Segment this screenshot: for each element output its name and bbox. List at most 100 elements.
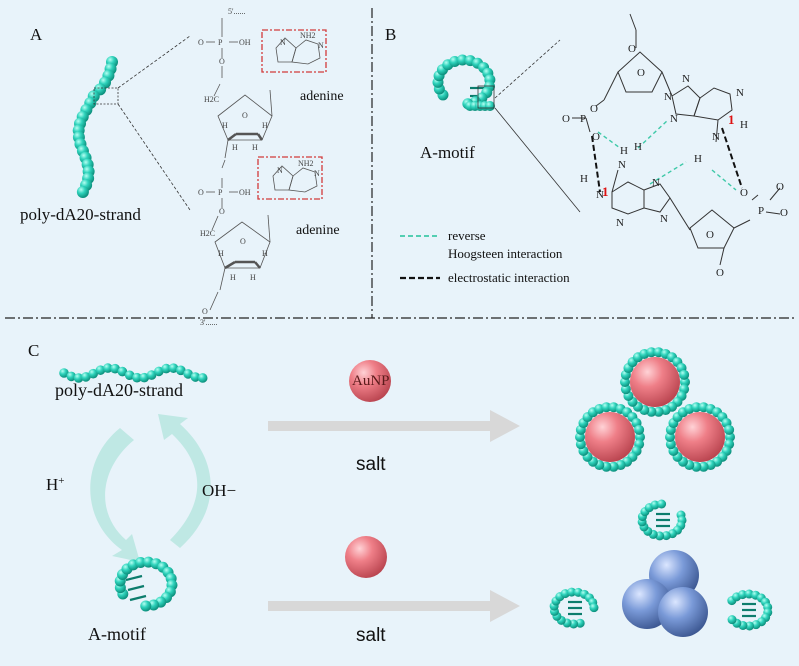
zoom-line-b-top	[494, 39, 561, 99]
bead	[567, 587, 577, 597]
bead	[146, 370, 157, 380]
bead	[103, 363, 113, 373]
svg-text:H2C: H2C	[204, 95, 219, 104]
svg-text:O: O	[780, 207, 788, 219]
bead	[724, 424, 735, 435]
bead	[135, 556, 147, 568]
svg-text:O: O	[198, 38, 204, 47]
coated-aunp-core	[675, 412, 725, 462]
svg-text:N: N	[314, 169, 320, 178]
hoogsteen-bond-2	[637, 119, 669, 149]
bead	[76, 186, 89, 198]
electrostatic-bond-1	[591, 135, 601, 193]
svg-text:O: O	[219, 57, 225, 66]
svg-text:H: H	[262, 249, 268, 258]
svg-text:H: H	[218, 249, 224, 258]
bead	[73, 373, 84, 383]
zoom-box	[93, 87, 119, 105]
panel-b-letter: B	[385, 25, 396, 44]
svg-text:H: H	[230, 273, 236, 282]
legend: reverse Hoogsteen interaction electrosta…	[400, 228, 570, 285]
svg-text:O: O	[198, 188, 204, 197]
svg-text:O: O	[706, 229, 714, 241]
bead	[168, 363, 179, 373]
svg-text:H: H	[694, 153, 702, 165]
svg-text:OH: OH	[239, 38, 251, 47]
strand-a-beads	[72, 56, 118, 198]
base-pair-labels: O O O P O O N N N N N H H H H N H N N N …	[562, 43, 788, 279]
bead	[745, 621, 755, 631]
pair-bond	[127, 584, 145, 592]
bead	[110, 363, 120, 374]
bead	[653, 406, 664, 417]
bead	[176, 365, 186, 376]
svg-text:N: N	[664, 91, 672, 103]
svg-text:O: O	[776, 181, 784, 193]
adenine-label-top: adenine	[300, 89, 344, 104]
svg-text:N: N	[280, 38, 286, 47]
atom-marker-bottom: 1	[602, 184, 609, 199]
panel-a-strand-label: poly-dA20-strand	[20, 205, 141, 224]
bead	[161, 363, 171, 374]
atom-marker-top: 1	[728, 112, 735, 127]
zoom-line-b-bottom	[494, 107, 581, 213]
bead	[190, 372, 201, 382]
svg-text:P: P	[218, 38, 223, 47]
bead	[456, 54, 468, 66]
panel-c-motif-label: A-motif	[88, 624, 146, 644]
panel-c-strand-label: poly-dA20-strand	[55, 380, 183, 400]
salt-label-top: salt	[356, 454, 386, 475]
svg-text:H: H	[620, 145, 628, 157]
bead	[139, 372, 150, 383]
svg-text:N: N	[318, 41, 324, 50]
svg-text:H: H	[222, 121, 228, 130]
aggregated-aunps	[622, 550, 708, 637]
acid-cycle-arrow	[90, 428, 140, 562]
bead	[88, 368, 98, 379]
svg-text:O: O	[637, 67, 645, 79]
svg-text:O: O	[590, 103, 598, 115]
svg-text:H: H	[262, 121, 268, 130]
bead	[589, 603, 599, 613]
svg-text:N: N	[736, 87, 744, 99]
svg-text:O: O	[242, 111, 248, 120]
salt-arrow-bottom	[268, 590, 520, 622]
adenine-box-bottom	[257, 156, 323, 200]
svg-text:O: O	[740, 187, 748, 199]
aunp-label: AuNP	[352, 373, 390, 389]
bead	[124, 370, 135, 381]
svg-text:H2C: H2C	[200, 229, 215, 238]
svg-text:P: P	[580, 113, 586, 125]
legend-hoogsteen-label: Hoogsteen interaction	[448, 246, 563, 261]
svg-text:O: O	[562, 113, 570, 125]
strand-c-beads	[59, 363, 208, 383]
bead	[132, 372, 142, 383]
adenine-label-bottom: adenine	[296, 223, 340, 238]
svg-text:H: H	[232, 143, 238, 152]
svg-text:O: O	[240, 237, 246, 246]
bead	[81, 372, 91, 382]
bead	[661, 531, 671, 541]
svg-text:N: N	[596, 189, 604, 201]
nucleotide-labels: 5'...... O P OH O H2C O H H H H O P OH O…	[198, 7, 324, 327]
svg-text:O: O	[716, 267, 724, 279]
panel-c-letter: C	[28, 341, 39, 360]
aunp-particle-top	[349, 360, 391, 402]
base-cycle-arrow	[158, 414, 211, 548]
hoogsteen-bond-4	[711, 169, 737, 191]
electrostatic-bond-2	[721, 127, 743, 189]
bead	[646, 347, 657, 358]
interactions	[591, 119, 743, 193]
free-a-motifs	[549, 499, 773, 631]
bead	[66, 371, 77, 382]
panel-a-letter: A	[30, 25, 43, 44]
coated-aunp-core	[630, 357, 680, 407]
salt-label-bottom: salt	[356, 625, 386, 646]
svg-text:H: H	[580, 173, 588, 185]
bead	[727, 615, 737, 625]
bead	[738, 590, 748, 600]
svg-text:N: N	[652, 177, 660, 189]
bead	[197, 373, 208, 383]
svg-text:N: N	[712, 131, 720, 143]
svg-text:OH: OH	[239, 188, 251, 197]
